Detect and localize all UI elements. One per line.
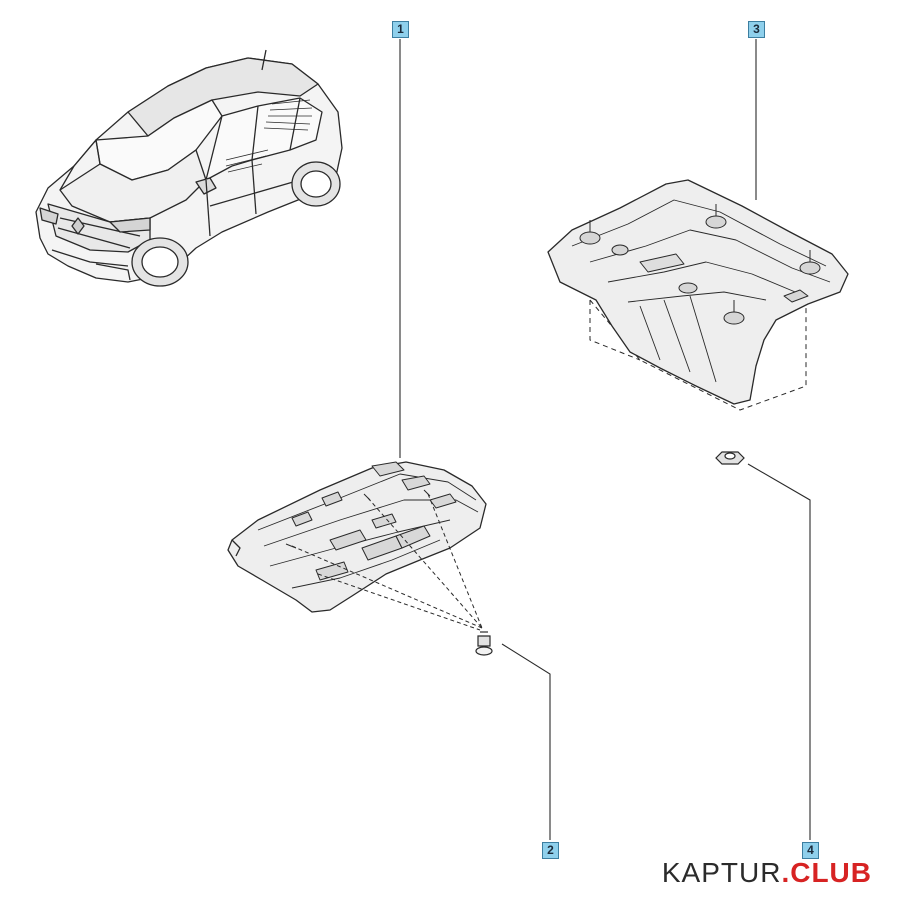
callout-3[interactable]: 3	[748, 21, 765, 38]
callout-1[interactable]: 1	[392, 21, 409, 38]
front-heat-shield	[227, 461, 487, 613]
watermark-dot: .	[781, 857, 791, 888]
vehicle-illustration	[35, 49, 343, 287]
rear-heat-shield	[547, 179, 849, 411]
clip-part-2	[475, 631, 493, 656]
watermark-suffix: CLUB	[790, 857, 872, 888]
nut-part-4	[715, 451, 745, 465]
callout-2[interactable]: 2	[542, 842, 559, 859]
fastener-guide-lines-1	[291, 493, 483, 631]
watermark: KAPTUR.CLUB	[662, 857, 872, 889]
leader-lines	[399, 39, 811, 840]
callout-4[interactable]: 4	[802, 842, 819, 859]
watermark-brand: KAPTUR	[661, 857, 782, 888]
